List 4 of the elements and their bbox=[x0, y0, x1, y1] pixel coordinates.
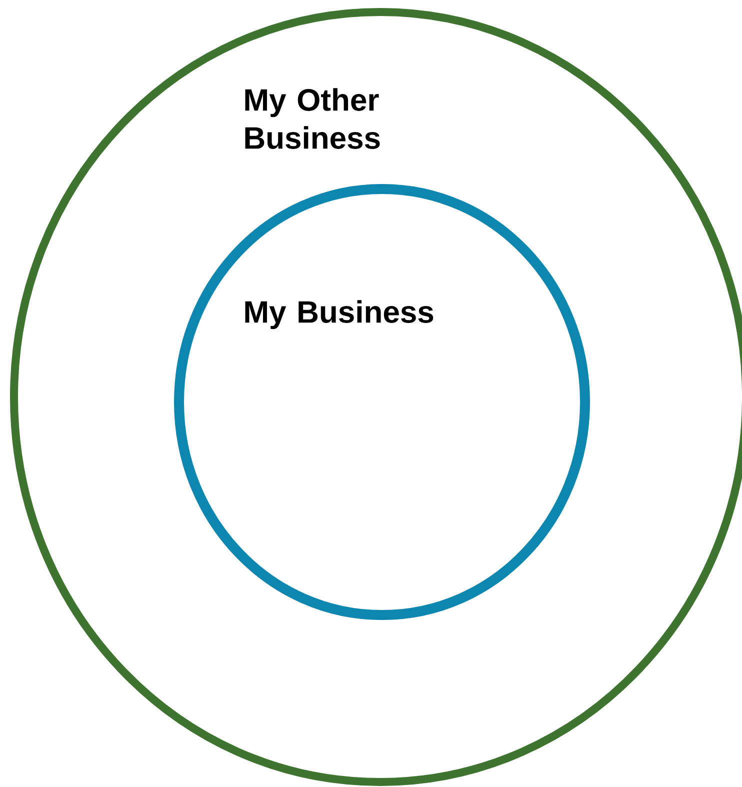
ring bbox=[10, 8, 742, 786]
ring-label: My Business bbox=[245, 300, 434, 330]
ring-label: My Other Business bbox=[245, 88, 380, 149]
ring bbox=[174, 184, 590, 620]
